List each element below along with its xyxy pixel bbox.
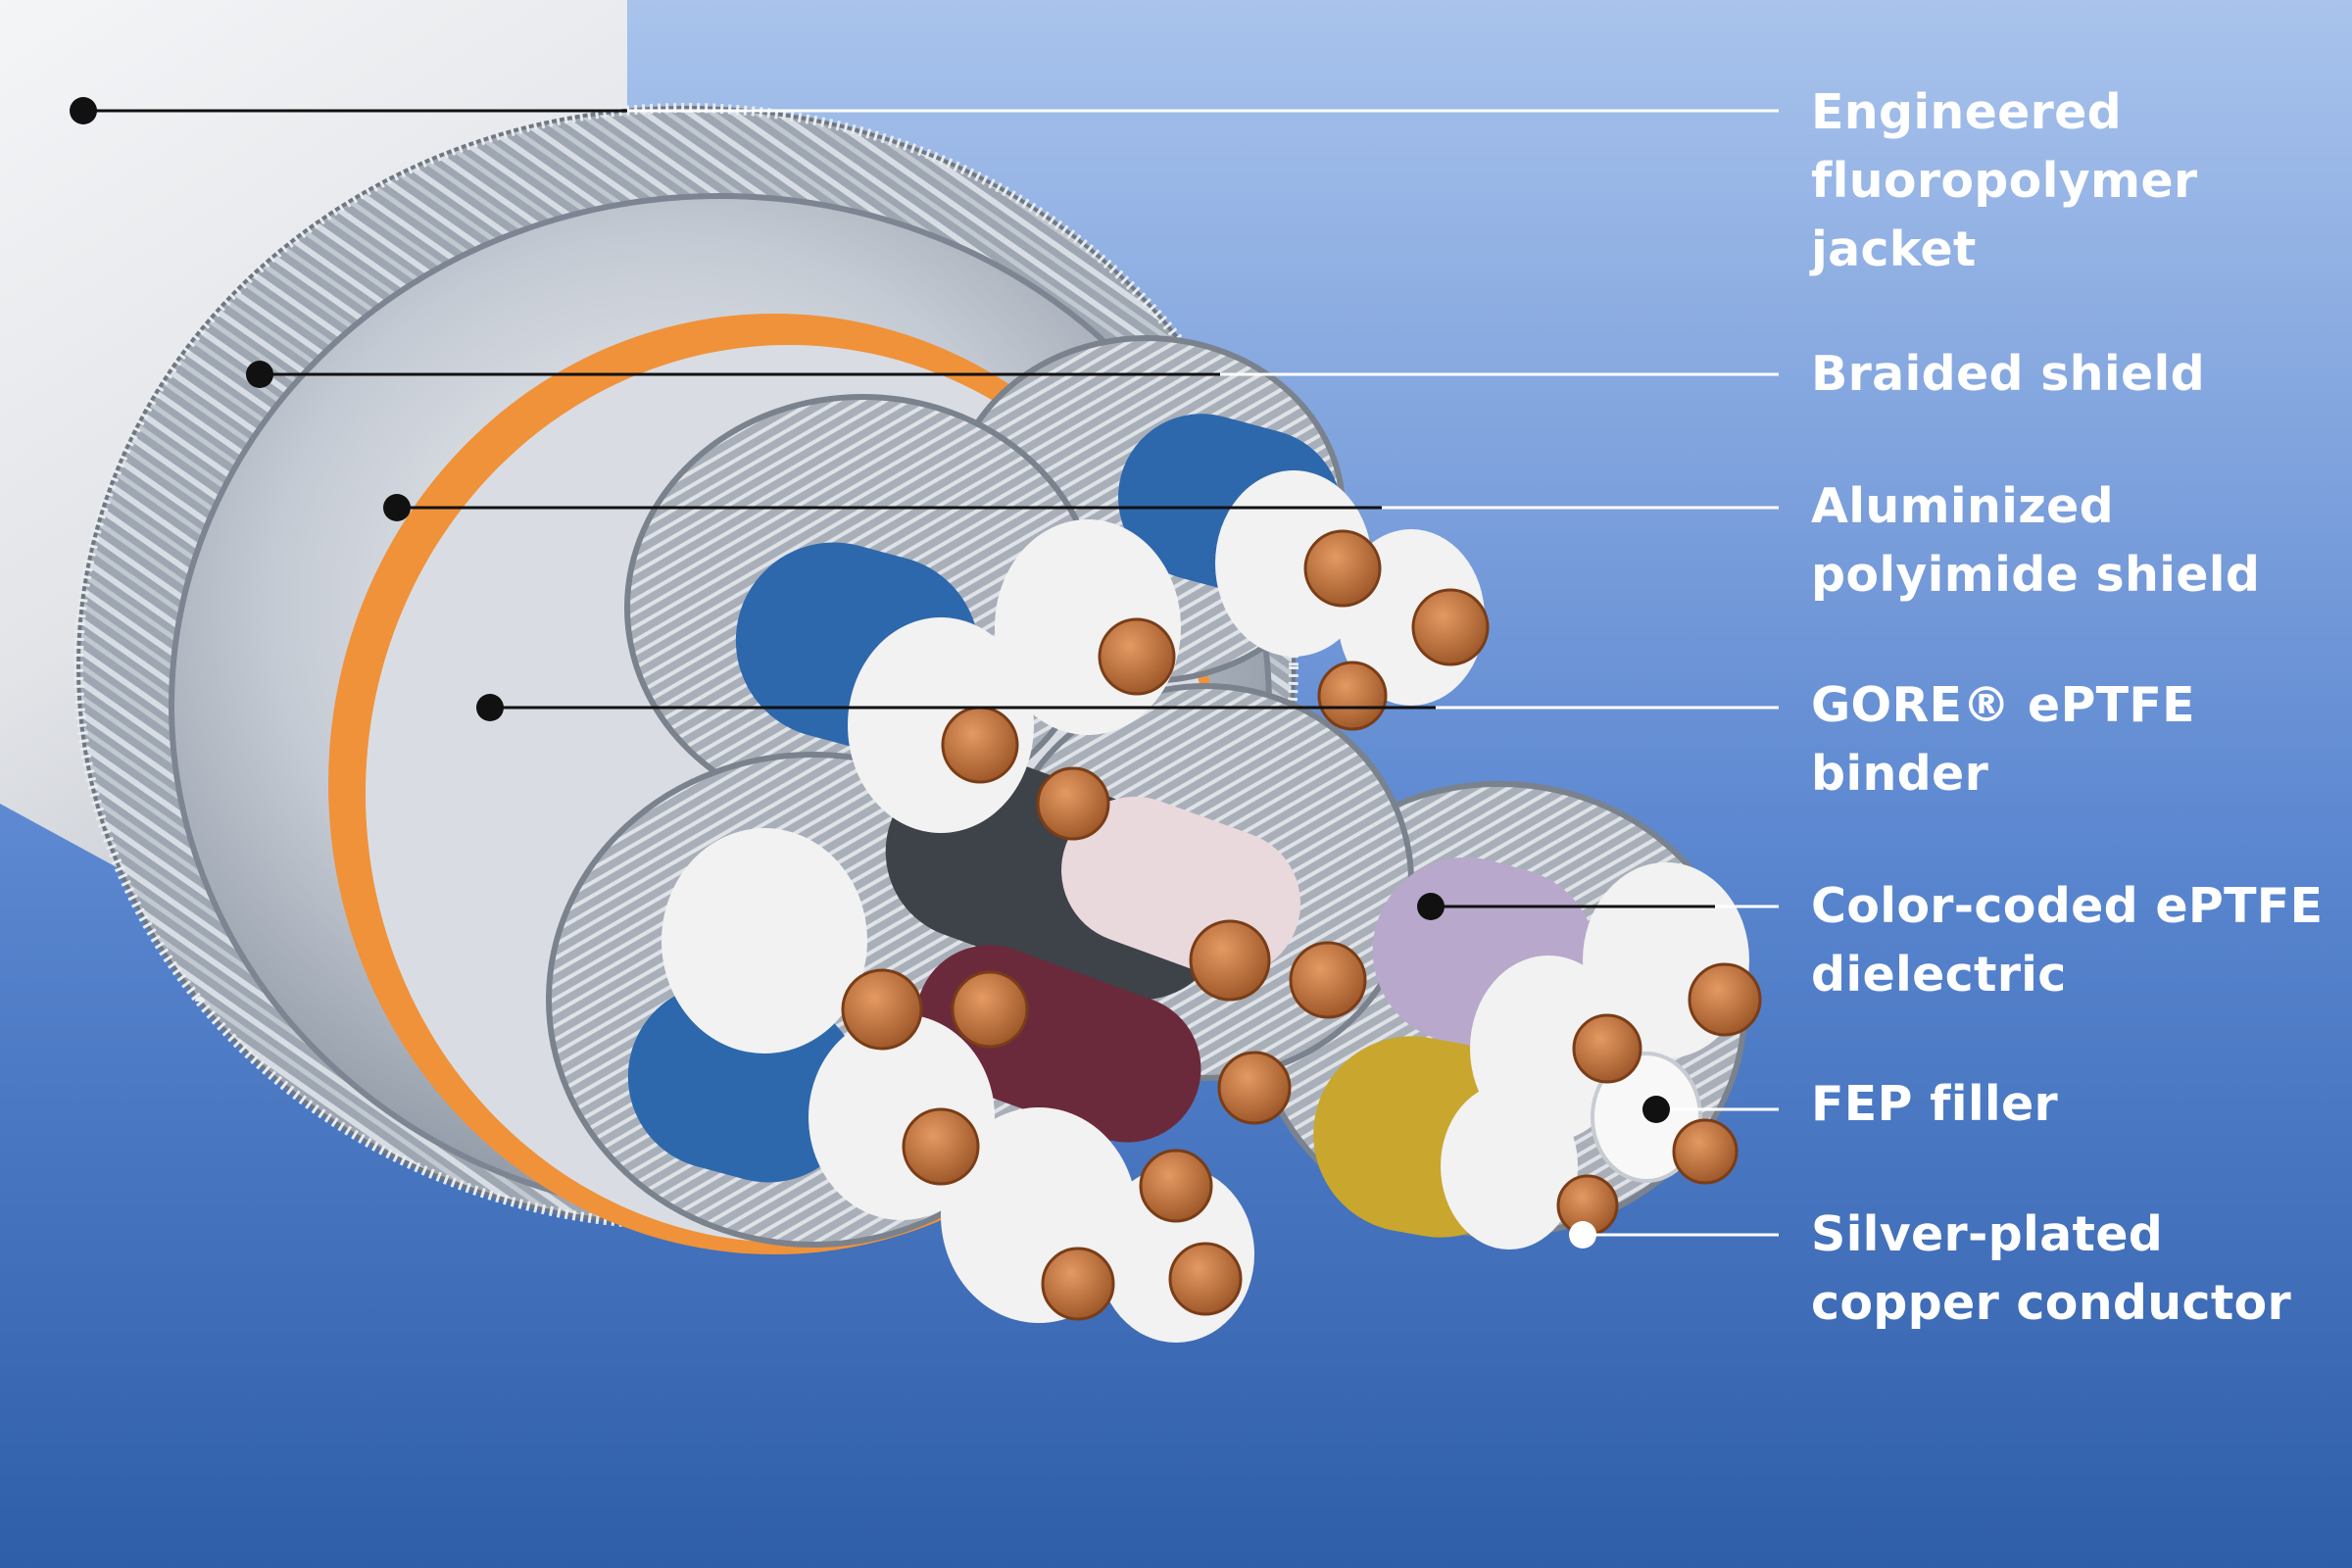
label-braided-shield: Braided shield bbox=[1811, 340, 2205, 409]
label-line: Silver-plated bbox=[1811, 1206, 2164, 1262]
label-line: Braided shield bbox=[1811, 346, 2205, 402]
dielectric-white-ll-a bbox=[662, 828, 867, 1054]
label-line: dielectric bbox=[1811, 947, 2067, 1003]
callout-dots bbox=[70, 97, 1670, 1249]
copper-conductors bbox=[841, 529, 1762, 1321]
label-line: jacket bbox=[1811, 221, 1977, 277]
label-line: copper conductor bbox=[1811, 1275, 2291, 1331]
label-line: FEP filler bbox=[1811, 1076, 2059, 1132]
label-line: Engineered bbox=[1811, 84, 2123, 140]
label-conductor: Silver-plated copper conductor bbox=[1811, 1200, 2291, 1338]
label-line: Aluminized bbox=[1811, 478, 2114, 534]
label-line: fluoropolymer bbox=[1811, 153, 2198, 209]
label-line: Color-coded ePTFE bbox=[1811, 878, 2324, 934]
label-line: binder bbox=[1811, 746, 1989, 802]
label-aluminized-shield: Aluminized polyimide shield bbox=[1811, 472, 2260, 610]
callout-lines-dark bbox=[83, 109, 1715, 908]
dielectric-white-right-c bbox=[1441, 1083, 1578, 1250]
dielectric-white-top-a bbox=[1215, 470, 1372, 657]
label-line: GORE® ePTFE bbox=[1811, 677, 2195, 733]
label-binder: GORE® ePTFE binder bbox=[1811, 671, 2195, 808]
label-line: polyimide shield bbox=[1811, 547, 2261, 603]
label-filler: FEP filler bbox=[1811, 1070, 2058, 1139]
label-jacket: Engineered fluoropolymer jacket bbox=[1811, 78, 2197, 284]
label-dielectric: Color-coded ePTFE dielectric bbox=[1811, 872, 2323, 1009]
